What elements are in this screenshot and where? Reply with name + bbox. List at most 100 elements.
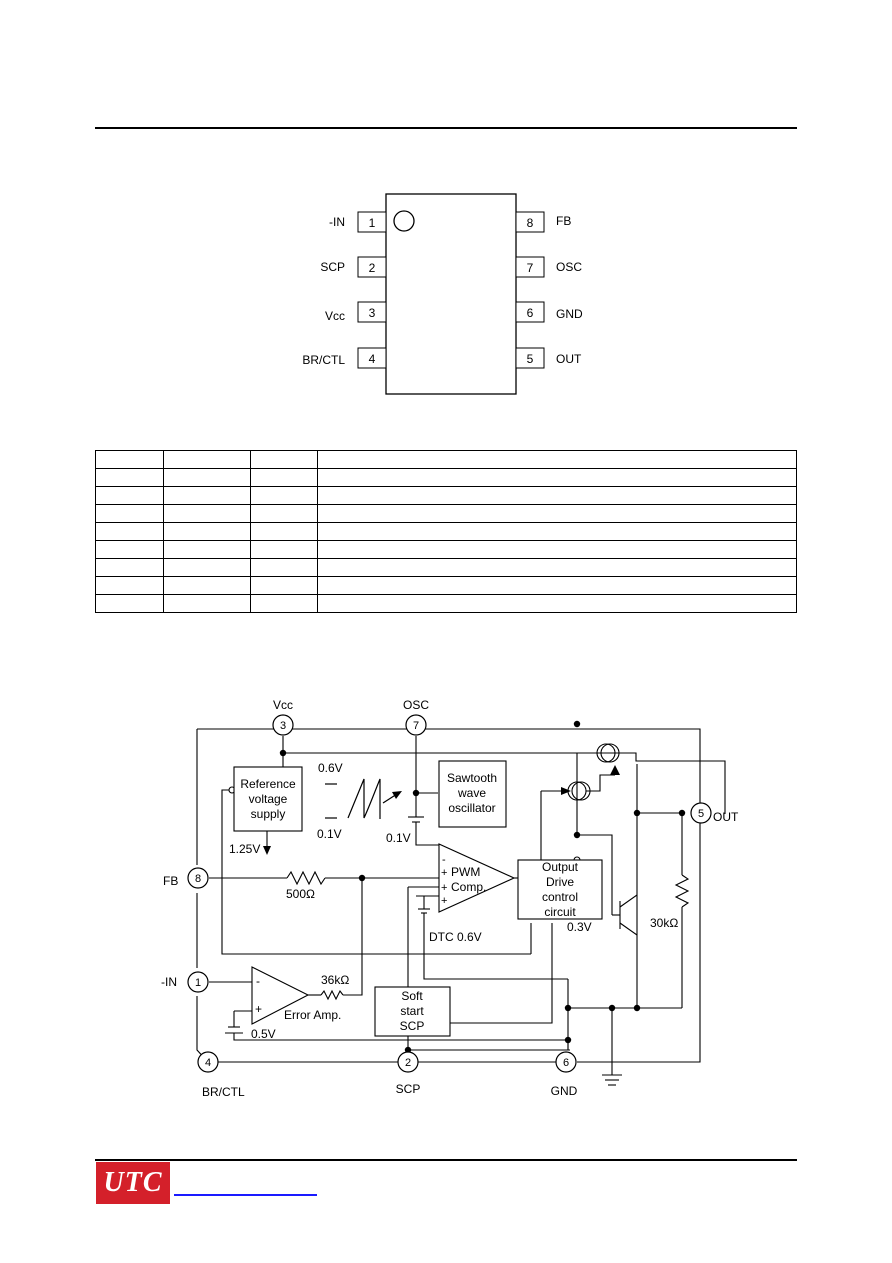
table-cell [95,522,164,541]
pin-label-gnd: GND [551,1084,578,1098]
pin-label-out: OUT [713,810,739,824]
pin-num-right-7: 7 [527,261,534,275]
table-cell [250,522,318,541]
pwm-label1: PWM [451,865,480,879]
ref-line2: voltage [249,792,288,806]
table-cell [163,504,251,523]
pin-num-right-5: 5 [527,352,534,366]
footer-link-underline[interactable] [174,1194,317,1196]
pwm-label2: Comp. [451,880,486,894]
table-row [95,468,797,487]
pwm-comparator [438,843,516,913]
soft-start-block [374,986,451,1037]
table-cell [250,486,318,505]
output-drive-block [517,859,603,920]
table-row [95,522,797,541]
label-1-25v: 1.25V [229,842,260,856]
saw-line1: Sawtooth [447,771,497,785]
table-cell [250,540,318,559]
soft-line3: SCP [400,1019,425,1033]
ea-plus: + [255,1002,262,1016]
table-cell [95,558,164,577]
table-cell [95,504,164,523]
drv-line4: circuit [544,905,576,919]
label-0-1v-batt: 0.1V [386,831,411,845]
table-cell [250,450,318,469]
pin-name-right-5: OUT [556,352,582,366]
pin-name-right-7: OSC [556,260,582,274]
table-cell [163,486,251,505]
pin-box-left-4 [357,347,387,369]
table-row [95,558,797,577]
pin-box-left-3 [357,301,387,323]
pwm-minus: - [442,854,446,866]
logo-text: UTC [103,1167,163,1198]
label-0-5v: 0.5V [251,1027,276,1041]
pin-name-left-3: Vcc [325,309,345,323]
label-500-ohm: 500Ω [286,887,315,901]
utc-logo: UTC [96,1162,170,1204]
ea-label: Error Amp. [284,1008,341,1022]
label-30k-ohm: 30kΩ [650,916,678,930]
ic-package-body [385,193,517,395]
pin-box-left-2 [357,256,387,278]
drv-line2: Drive [546,875,574,889]
pin-label-vcc: Vcc [273,698,293,712]
table-cell [317,504,797,523]
table-row [95,576,797,595]
circuit-wires [196,728,726,1086]
arrow-current-1 [610,765,620,775]
table-row [95,450,797,469]
pin-num-left-1: 1 [369,216,376,230]
pin-name-left-4: BR/CTL [302,353,345,367]
error-amplifier [251,966,310,1025]
pin-name-left-1: -IN [329,215,345,229]
table-cell [317,594,797,613]
pin1-marker [393,210,415,232]
pin-num-in: 1 [195,977,201,989]
table-row [95,486,797,505]
table-cell [95,450,164,469]
table-cell [163,522,251,541]
label-0-1v-saw: 0.1V [317,827,342,841]
table-cell [250,594,318,613]
table-cell [317,522,797,541]
pin-num-scp: 2 [405,1057,411,1069]
pin-name-left-2: SCP [320,260,345,274]
pin-num-out: 5 [698,808,704,820]
pin-num-vcc: 3 [280,720,286,732]
table-cell [95,576,164,595]
saw-line2: wave [457,786,486,800]
pin-box-right-7 [515,256,545,278]
pin-num-right-6: 6 [527,306,534,320]
arrow-current-2 [561,787,571,795]
table-cell [317,468,797,487]
ea-minus: - [256,974,260,988]
table-cell [95,468,164,487]
table-cell [317,450,797,469]
pin-num-osc: 7 [413,720,419,732]
pin-box-left-1 [357,211,387,233]
pin-num-gnd: 6 [563,1057,569,1069]
pin-label-fb: FB [163,874,178,888]
pin-label-scp: SCP [396,1082,421,1096]
label-dtc-0-6v: DTC 0.6V [429,930,482,944]
drv-line1: Output [542,860,579,874]
table-cell [250,504,318,523]
table-row [95,540,797,559]
table-row [95,594,797,613]
table-cell [317,576,797,595]
table-cell [163,558,251,577]
table-cell [163,450,251,469]
footer-rule [95,1159,797,1161]
pin-name-right-8: FB [556,214,571,228]
table-cell [250,468,318,487]
pin-num-br: 4 [205,1057,211,1069]
pin-box-right-6 [515,301,545,323]
pin-num-right-8: 8 [527,216,534,230]
soft-line2: start [400,1004,424,1018]
sawtooth-wave-icon [325,778,398,819]
arrow-1-25v [263,846,271,855]
table-cell [95,486,164,505]
pin-circles [187,714,712,1073]
